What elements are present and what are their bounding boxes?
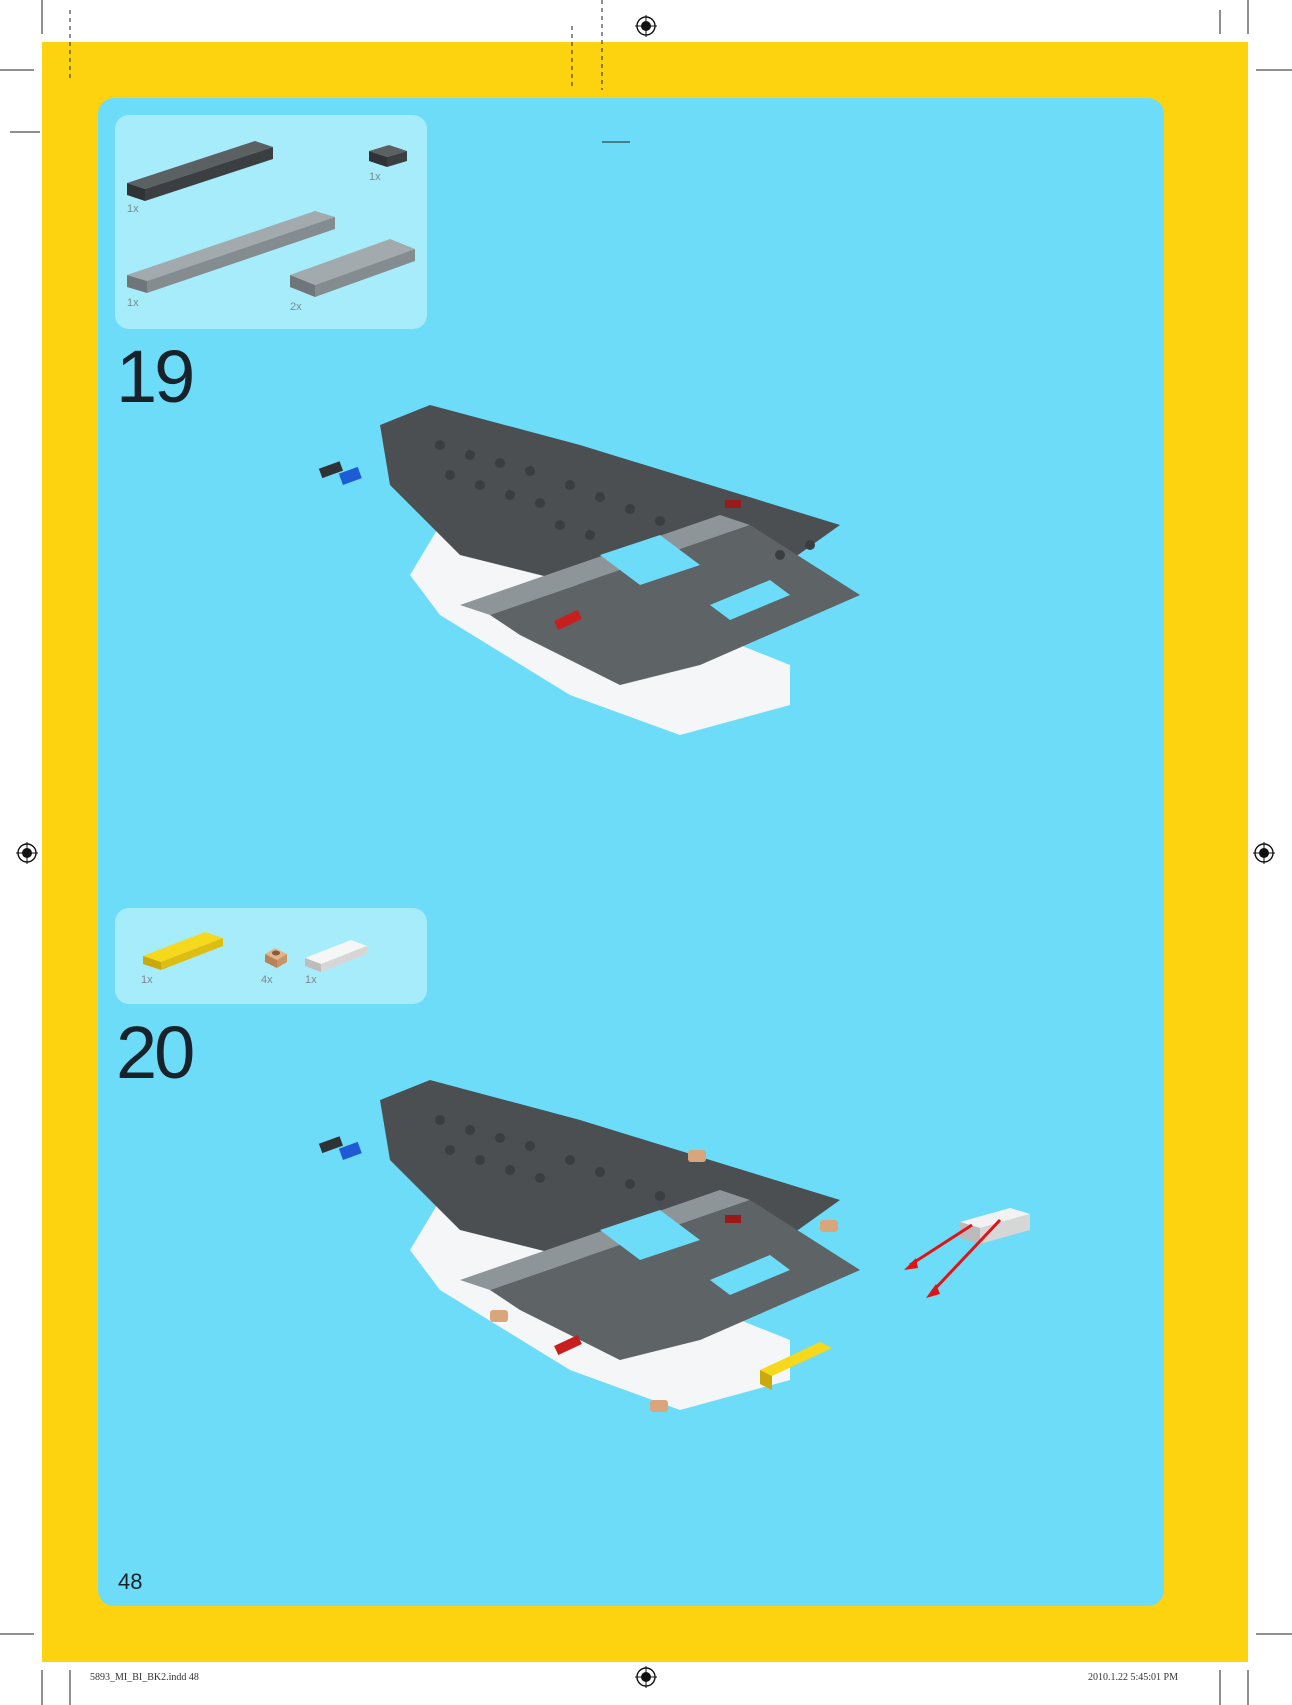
parts-list-step-20: 1x 4x 1x [115,908,427,1004]
parts-list-step-19: 1x 1x 1x 2x [115,115,427,329]
part-qty: 4x [261,974,273,986]
part-qty: 1x [127,203,139,215]
part-qty: 1x [127,297,139,309]
part-qty: 1x [305,974,317,986]
page-number: 48 [118,1569,143,1594]
plate-1x2-dark-grey [369,145,407,167]
registration-mark-left [16,842,38,864]
plate-2x6-light-grey [290,239,415,297]
step-number: 20 [116,1011,195,1094]
registration-mark-bottom [635,1666,657,1688]
footer-timestamp: 2010.1.22 5:45:01 PM [1088,1672,1179,1683]
plate-1x8-dark-grey [127,141,273,201]
assembled-chassis-model [318,405,860,735]
footer-file-slug: 5893_MI_BI_BK2.indd 48 [90,1672,199,1683]
part-qty: 1x [141,974,153,986]
step-number: 19 [116,335,195,418]
part-qty: 2x [290,301,302,313]
assembled-chassis-model-with-arrows [318,1080,1030,1412]
registration-mark-right [1253,842,1275,864]
tile-1x4-white [305,940,367,972]
plate-1x12-light-grey [127,211,335,293]
plate-1x1-round-tan [265,948,287,968]
tile-1x4-yellow [143,932,223,970]
part-qty: 1x [369,171,381,183]
registration-mark-top [635,15,657,37]
